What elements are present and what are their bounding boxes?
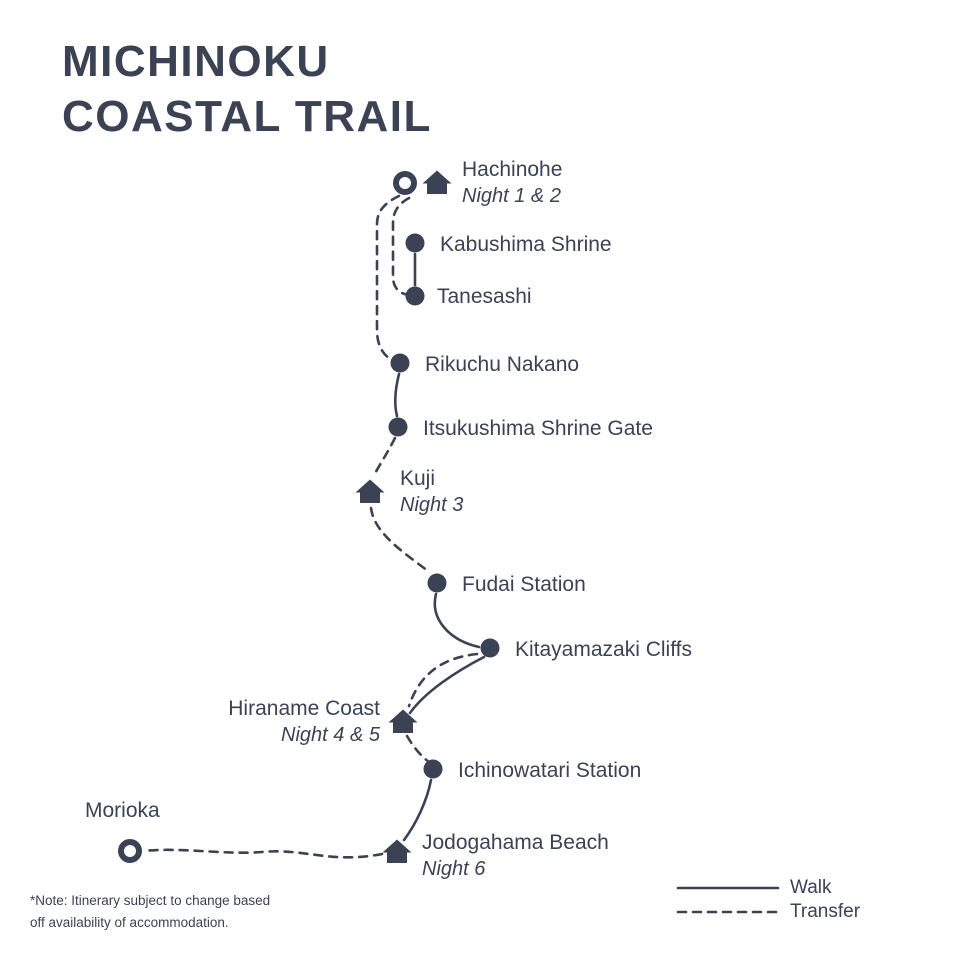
- dot-icon-ichinowatari: [423, 759, 443, 779]
- stop-label-morioka: Morioka: [85, 798, 160, 824]
- route-walk-rikuchu-itsukushima: [393, 372, 401, 418]
- stop-label-itsukushima: Itsukushima Shrine Gate: [423, 416, 653, 442]
- route-walk-kitayamazaki-hiraname: [408, 655, 486, 715]
- stop-name-kabushima: Kabushima Shrine: [440, 233, 612, 256]
- dot-icon-kitayamazaki: [480, 638, 500, 658]
- stop-night-kuji: Night 3: [400, 494, 464, 516]
- route-transfer-itsukushima-kuji: [371, 436, 397, 479]
- stop-name-hiraname: Hiraname Coast: [228, 697, 380, 720]
- stop-night-hachinohe: Night 1 & 2: [462, 185, 561, 207]
- house-icon-kuji: [355, 479, 385, 503]
- dot-icon-fudai: [427, 573, 447, 593]
- stop-name-itsukushima: Itsukushima Shrine Gate: [423, 417, 653, 440]
- dot-icon-kabushima: [405, 233, 425, 253]
- stop-label-hachinohe: Hachinohe Night 1 & 2: [462, 157, 562, 209]
- route-walk-ichinowatari-jodogahama: [402, 778, 433, 842]
- stop-label-kitayamazaki: Kitayamazaki Cliffs: [515, 637, 692, 663]
- dot-icon-itsukushima: [388, 417, 408, 437]
- legend-walk-label: Walk: [790, 877, 832, 898]
- route-transfer-hachinohe-rikuchu: [375, 194, 401, 364]
- route-transfer-kitayamazaki-hiraname: [407, 652, 479, 708]
- stop-label-kuji: Kuji Night 3: [400, 466, 463, 518]
- stop-label-fudai: Fudai Station: [462, 572, 586, 598]
- route-transfer-kuji-fudai: [369, 506, 430, 573]
- dot-icon-tanesashi: [405, 286, 425, 306]
- house-icon-hachinohe: [422, 170, 452, 194]
- stop-label-ichinowatari: Ichinowatari Station: [458, 758, 641, 784]
- stop-name-fudai: Fudai Station: [462, 573, 586, 596]
- stop-name-hachinohe: Hachinohe: [462, 158, 563, 181]
- page-title: MICHINOKU COASTAL TRAIL: [62, 34, 432, 144]
- stop-name-kitayamazaki: Kitayamazaki Cliffs: [515, 638, 693, 661]
- page-title-line2: COASTAL TRAIL: [62, 92, 432, 141]
- stop-name-kuji: Kuji: [400, 467, 436, 490]
- stop-label-hiraname: Hiraname Coast Night 4 & 5: [228, 696, 380, 748]
- stop-name-morioka: Morioka: [85, 799, 160, 822]
- itinerary-note: *Note: Itinerary subject to change based…: [30, 890, 270, 934]
- stop-label-tanesashi: Tanesashi: [437, 284, 532, 310]
- route-walk-fudai-kitayamazaki: [433, 592, 481, 649]
- stop-name-rikuchu: Rikuchu Nakano: [425, 353, 580, 376]
- start-circle-icon-hachinohe: [393, 171, 417, 195]
- dot-icon-rikuchu: [390, 353, 410, 373]
- route-transfer-jodogahama-morioka: [142, 848, 384, 859]
- itinerary-note-line1: *Note: Itinerary subject to change based: [30, 893, 271, 908]
- stop-label-jodogahama: Jodogahama Beach Night 6: [422, 830, 609, 882]
- house-icon-jodogahama: [382, 839, 412, 863]
- route-transfer-hiraname-ichinowatari: [405, 734, 431, 764]
- stop-night-hiraname: Night 4 & 5: [281, 724, 380, 746]
- stop-name-ichinowatari: Ichinowatari Station: [458, 759, 642, 782]
- stop-name-tanesashi: Tanesashi: [437, 285, 532, 308]
- page-title-line1: MICHINOKU: [62, 37, 330, 86]
- stop-label-kabushima: Kabushima Shrine: [440, 232, 612, 258]
- stop-name-jodogahama: Jodogahama Beach: [422, 831, 609, 854]
- stop-label-rikuchu: Rikuchu Nakano: [425, 352, 579, 378]
- itinerary-note-line2: off availability of accommodation.: [30, 915, 229, 930]
- house-icon-hiraname: [388, 709, 418, 733]
- stop-night-jodogahama: Night 6: [422, 858, 486, 880]
- end-circle-icon-morioka: [118, 839, 142, 863]
- legend-transfer-label: Transfer: [790, 901, 861, 922]
